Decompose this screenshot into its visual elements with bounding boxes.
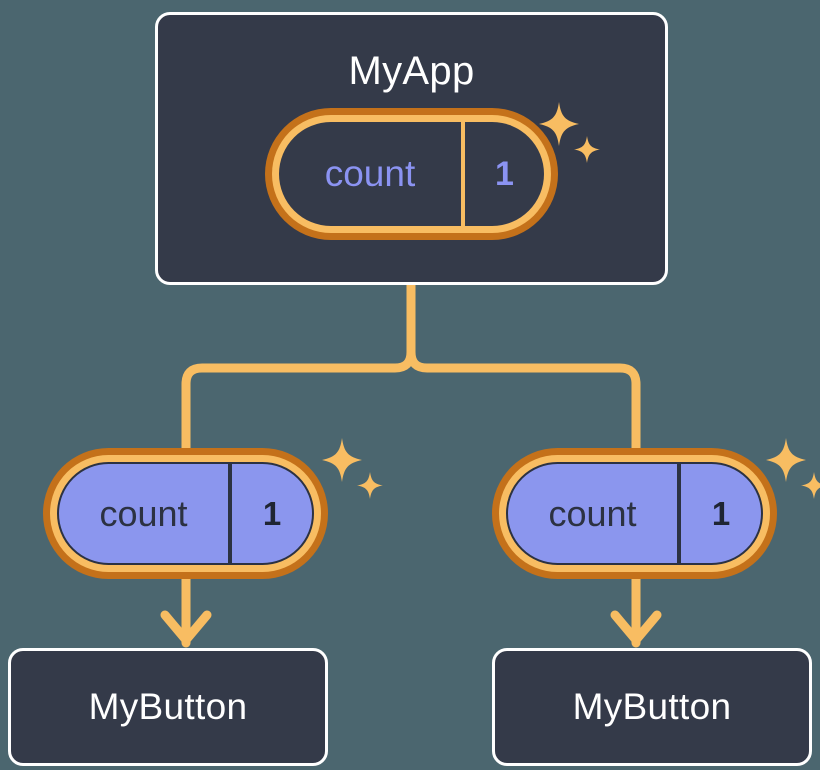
sparkle-large-icon: [539, 102, 579, 146]
sparkle-group-myapp: [535, 100, 605, 180]
state-pill-ring: count 1: [499, 455, 770, 572]
state-value-label: 1: [461, 122, 544, 226]
page-title: MyApp: [348, 49, 475, 93]
sparkle-large-icon: [322, 438, 362, 482]
component-title: MyButton: [572, 686, 732, 727]
sparkle-large-icon: [766, 438, 806, 482]
component-title: MyButton: [88, 686, 248, 727]
state-pill-child-right[interactable]: count 1: [492, 448, 777, 579]
state-value-label: 1: [677, 464, 761, 563]
state-value-label: 1: [228, 464, 312, 563]
sparkle-small-icon: [574, 136, 600, 163]
component-card-mybutton-right[interactable]: MyButton: [492, 648, 812, 766]
state-pill-child-left[interactable]: count 1: [43, 448, 328, 579]
sparkle-small-icon: [357, 472, 383, 499]
arrow-left-head: [160, 610, 212, 645]
sparkle-group-child-right: [762, 436, 820, 516]
state-pill-body: count 1: [57, 462, 314, 565]
state-pill-ring: count 1: [272, 115, 551, 233]
state-pill-myapp[interactable]: count 1: [265, 108, 558, 240]
state-key-label: count: [324, 153, 416, 194]
connector-to-right-child: [406, 280, 641, 453]
connector-to-left-child: [181, 280, 416, 453]
state-pill-body: count 1: [506, 462, 763, 565]
component-card-mybutton-left[interactable]: MyButton: [8, 648, 328, 766]
arrow-right-head: [610, 610, 662, 645]
sparkle-small-icon: [801, 472, 820, 499]
sparkle-group-child-left: [318, 436, 388, 516]
state-key-label: count: [548, 492, 637, 534]
state-pill-ring: count 1: [50, 455, 321, 572]
state-pill-body: count 1: [279, 122, 544, 226]
state-key-label: count: [99, 492, 188, 534]
